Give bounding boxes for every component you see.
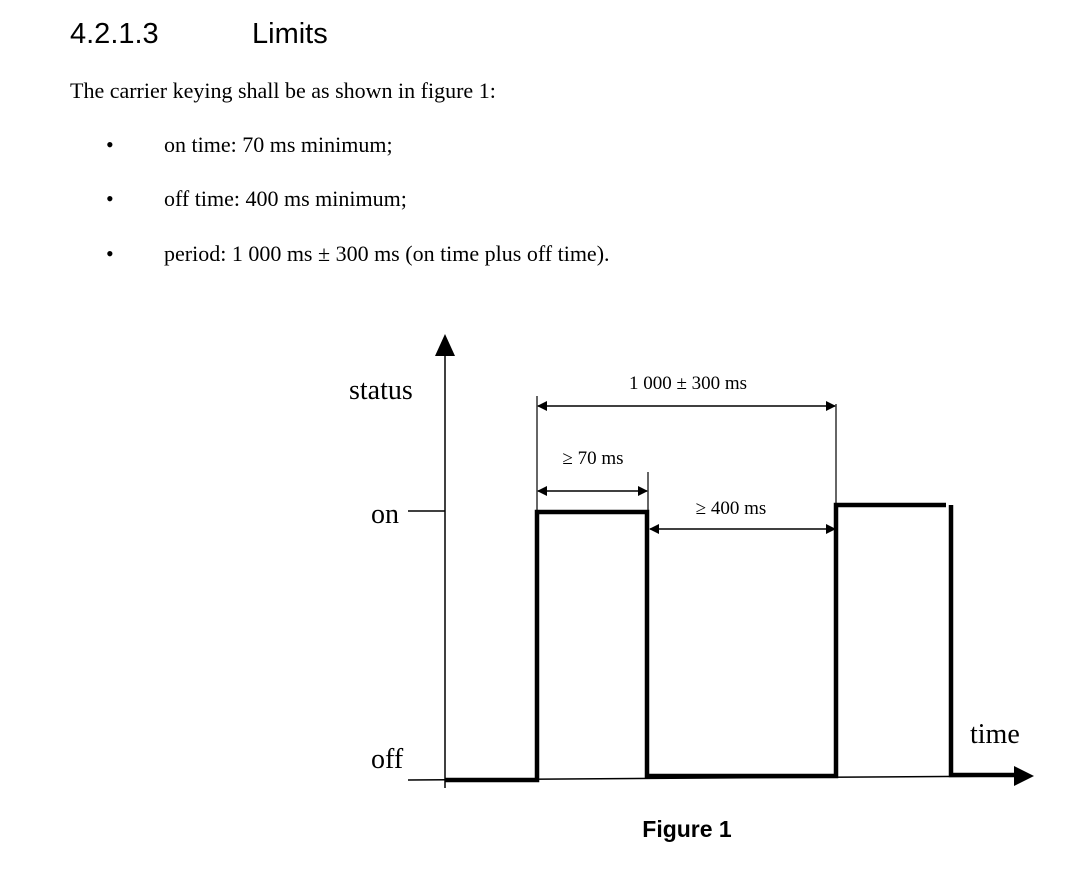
y-axis	[408, 334, 455, 788]
y-axis-label: status	[349, 375, 413, 406]
keying-waveform	[445, 502, 946, 783]
section-title: Limits	[252, 18, 328, 50]
off-time-label: ≥ 400 ms	[696, 498, 767, 519]
list-item-text: period: 1 000 ms ± 300 ms (on time plus …	[164, 241, 610, 266]
bullet-icon: •	[106, 186, 114, 211]
section-heading: 4.2.1.3 Limits	[70, 18, 328, 51]
x-axis-arrow-icon	[1014, 766, 1034, 786]
list-item-text: off time: 400 ms minimum;	[164, 186, 407, 211]
y-axis-arrow-icon	[435, 334, 455, 356]
on-time-label: ≥ 70 ms	[562, 448, 623, 469]
intro-paragraph: The carrier keying shall be as shown in …	[70, 78, 496, 103]
bullet-icon: •	[106, 241, 114, 266]
bullet-icon: •	[106, 132, 114, 157]
section-number: 4.2.1.3	[70, 18, 159, 50]
off-level-label: off	[371, 744, 404, 775]
keying-waveform-tail	[948, 505, 1016, 778]
on-level-label: on	[371, 499, 399, 530]
figure-caption: Figure 1	[642, 816, 732, 842]
period-label: 1 000 ± 300 ms	[629, 373, 747, 394]
list-item-text: on time: 70 ms minimum;	[164, 132, 393, 157]
x-axis-label: time	[970, 719, 1020, 750]
